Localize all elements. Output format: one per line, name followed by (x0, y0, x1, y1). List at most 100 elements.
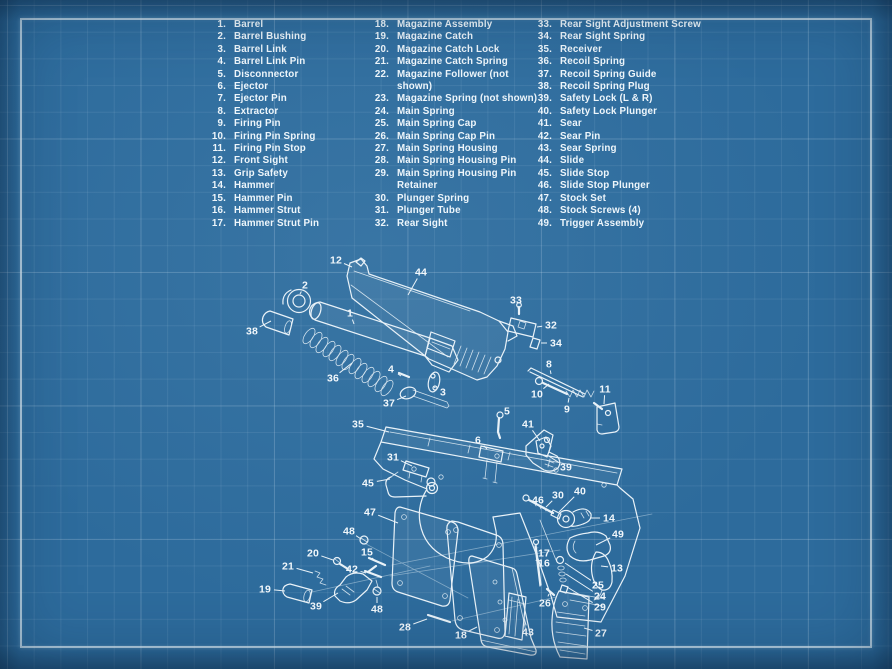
main-spring-housing-pin-retainer-outline (559, 584, 569, 594)
part-number: 43. (537, 143, 552, 155)
parts-list-item: 34. Rear Sight Spring (528, 31, 708, 43)
parts-list-item: 11.Firing Pin Stop (202, 143, 352, 155)
part-number: 34. (537, 31, 552, 43)
part-number: 40. (537, 105, 552, 117)
callout-number: 40 (574, 486, 586, 498)
part-label: Recoil Spring Guide (560, 68, 657, 80)
trigger-assembly-outline (566, 531, 611, 562)
hammer-outline (556, 508, 592, 529)
callout-number: 15 (361, 547, 373, 559)
callout-leader-line (366, 425, 390, 433)
part-label: Main Spring Housing Pin (397, 155, 517, 167)
parts-list-item: 44.Slide (528, 155, 708, 167)
callout-leader-line (536, 325, 543, 328)
callout-leader-line (532, 430, 541, 442)
part-number: 4. (217, 56, 226, 68)
callout-leader-line (564, 562, 592, 581)
parts-list-item: 35.Receiver (528, 44, 708, 56)
part-number: 20. (374, 43, 389, 55)
part-label: Hammer Strut Pin (234, 217, 320, 229)
callout-leader-line (323, 592, 339, 603)
parts-list-item: 13. Grip Safety (202, 168, 352, 180)
callout-leader-line (543, 383, 550, 390)
part-label: Rear Sight Adjustment Screw (560, 19, 701, 30)
sear-pin-outline (363, 569, 383, 579)
callout-leader-line (565, 573, 594, 592)
callout-number: 25 (592, 580, 604, 592)
part-label: Magazine Catch Lock (397, 43, 500, 55)
part-number: 26. (374, 130, 389, 142)
callout-leader-line (595, 537, 611, 546)
callout-number: 4 (388, 364, 394, 376)
barrel-link-outline (427, 371, 441, 393)
part-number: 16. (211, 205, 226, 217)
callout-number: 30 (552, 490, 564, 502)
recoil-spring-outline (302, 327, 394, 397)
callout-leader-line (483, 445, 488, 450)
callout-number: 3 (440, 387, 446, 399)
part-number: 13. (211, 167, 226, 179)
front-sight-outline (355, 257, 366, 267)
part-label: Main Spring Housing Pin Retainer (397, 167, 517, 192)
parts-list-item: 18.Magazine Assembly (365, 19, 530, 31)
callout-number: 29 (594, 602, 606, 614)
part-label: Magazine Spring (not shown) (397, 93, 538, 105)
callout-leader-line (583, 627, 593, 631)
part-number: 21. (374, 56, 389, 68)
part-label: Extractor (234, 105, 279, 117)
callout-leader-line (600, 565, 609, 568)
parts-list-item: 43.Sear Spring (528, 143, 708, 155)
part-number: 44. (537, 155, 552, 167)
part-label: Grip Safety (234, 167, 288, 179)
part-label: Rear Sight Spring (560, 31, 646, 43)
part-label: Hammer (234, 180, 275, 192)
callout-number: 44 (415, 267, 427, 279)
callout-number: 39 (560, 462, 572, 474)
parts-list-item: 16.Hammer Strut (202, 205, 352, 217)
parts-list-item: 15.Hammer Pin (202, 193, 352, 205)
parts-list-item: 12.Front Sight (202, 155, 352, 167)
callout-leader-line (296, 567, 314, 574)
part-number: 2. (217, 31, 226, 43)
sear-outline (535, 436, 552, 458)
part-label: Plunger Tube (397, 205, 461, 217)
callout-number: 18 (455, 630, 467, 642)
barrel-bushing-outline (282, 288, 312, 314)
callout-number: 17 (538, 548, 550, 560)
parts-list-item: 49.Trigger Assembly (528, 218, 708, 230)
part-label: Barrel Link (234, 43, 287, 55)
parts-list-item: 45.Slide Stop (528, 168, 708, 180)
callout-number: 12 (330, 255, 342, 267)
part-number: 17. (211, 217, 226, 229)
callout-number: 1 (347, 308, 353, 320)
part-label: Main Spring Housing (397, 143, 498, 155)
part-number: 5. (217, 68, 226, 80)
callout-number: 31 (387, 452, 399, 464)
main-spring-outline (557, 565, 567, 583)
stock-screw-bottom-outline (372, 579, 382, 596)
callout-number: 32 (545, 320, 557, 332)
part-number: 19. (374, 31, 389, 43)
callout-leader-line (468, 626, 478, 632)
part-label: Firing Pin (234, 118, 281, 130)
callout-number: 16 (538, 558, 550, 570)
part-label: Firing Pin Spring (234, 130, 316, 142)
plunger-tube-outline (402, 460, 430, 483)
parts-list-item: 40.Safety Lock Plunger (528, 106, 708, 118)
callout-leader-line (371, 557, 375, 561)
part-number: 37. (537, 68, 552, 80)
part-label: Recoil Spring (560, 56, 626, 68)
part-number: 12. (211, 155, 226, 167)
parts-list-item: 42.Sear Pin (528, 131, 708, 143)
part-number: 36. (537, 56, 552, 68)
callout-number: 5 (504, 406, 510, 418)
part-number: 39. (537, 93, 552, 105)
part-label: Slide Stop Plunger (560, 180, 650, 192)
part-label: Plunger Spring (397, 192, 470, 204)
callout-number: 10 (531, 389, 543, 401)
hammer-pin-outline (367, 556, 387, 567)
ejector-outline (478, 445, 504, 484)
callout-leader-line (558, 496, 575, 513)
